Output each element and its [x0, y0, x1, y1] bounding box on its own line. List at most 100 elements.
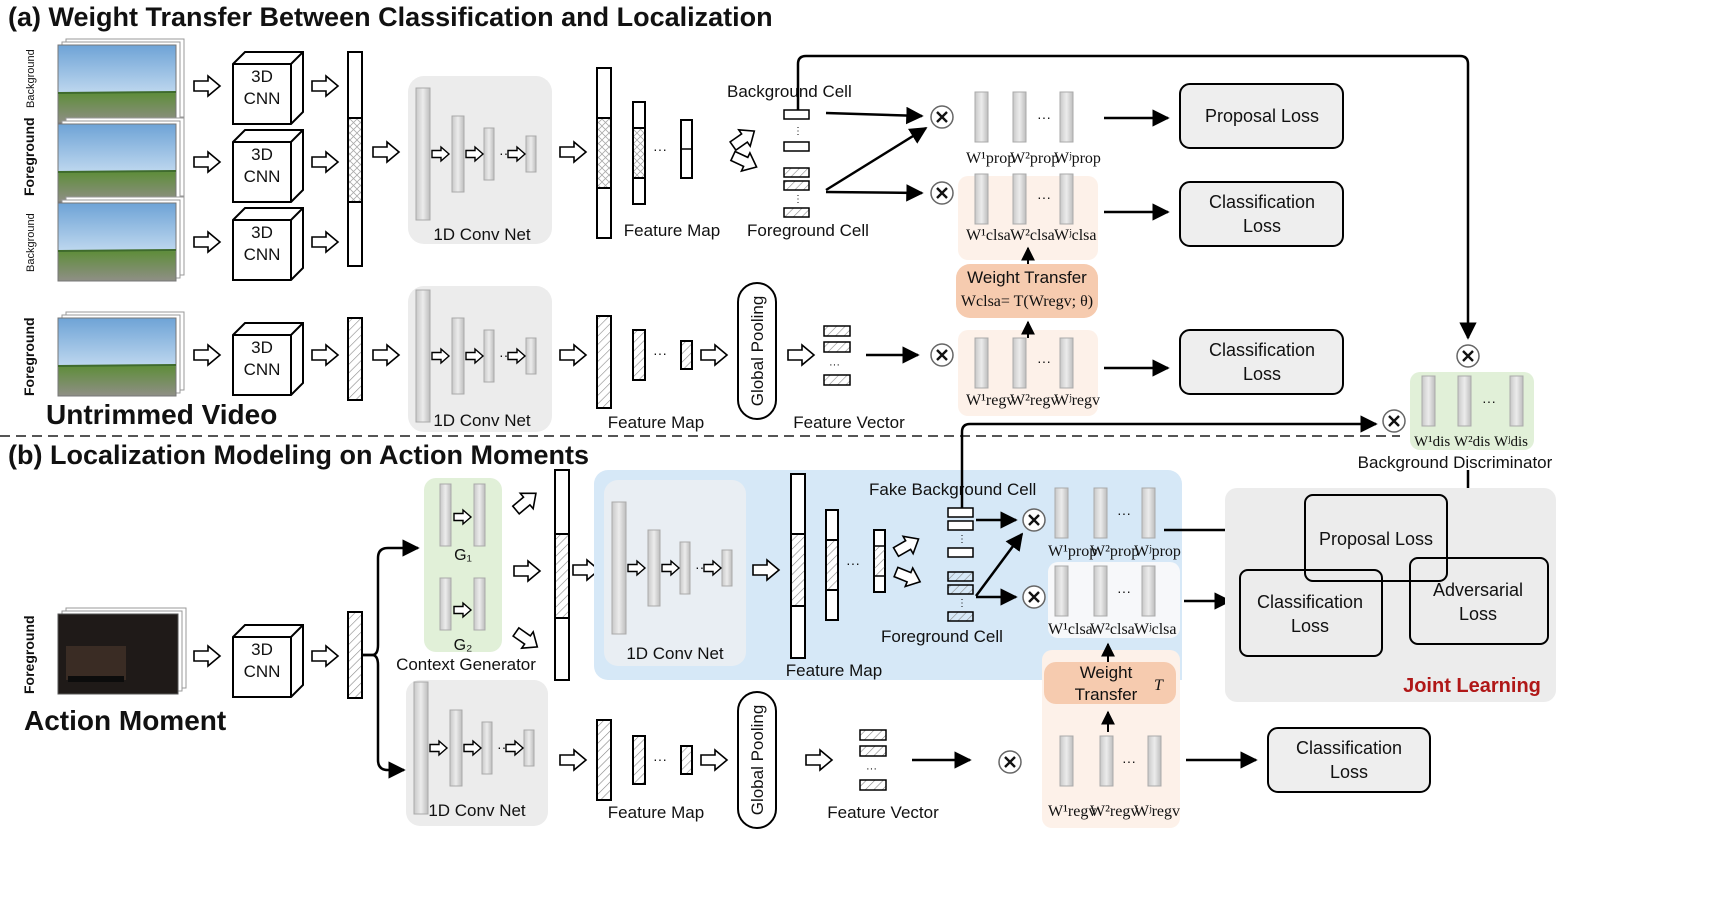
feature-column-b2 — [554, 469, 570, 681]
svg-text:1D Conv Net: 1D Conv Net — [433, 411, 531, 430]
section-a-title: (a) Weight Transfer Between Classificati… — [8, 2, 773, 32]
weight-transfer-box-b: Weight Transfer T — [1044, 662, 1176, 704]
svg-text:···: ··· — [829, 359, 840, 371]
multiply-icon — [1021, 584, 1047, 610]
video-frame-1 — [57, 38, 185, 124]
svg-text:W¹prop: W¹prop — [1048, 543, 1097, 560]
svg-text:Feature Vector: Feature Vector — [827, 803, 939, 822]
svg-text:Transfer: Transfer — [1075, 685, 1138, 704]
svg-text:CNN: CNN — [244, 167, 281, 186]
svg-text:Wʲprop: Wʲprop — [1054, 150, 1101, 167]
svg-text:3D: 3D — [251, 223, 273, 242]
foreground-cell-label-b: Foreground Cell — [881, 627, 1003, 646]
side-label-background-top: Background — [25, 49, 37, 108]
svg-text:G₂: G₂ — [454, 637, 473, 654]
context-generator-label: Context Generator — [396, 655, 536, 674]
svg-text:W²dis: W²dis — [1454, 434, 1490, 450]
svg-text:Wʲregv: Wʲregv — [1134, 803, 1180, 820]
classification-loss-box-b2: Classification Loss — [1267, 727, 1431, 793]
svg-text:W¹regv: W¹regv — [966, 392, 1014, 409]
svg-text:T: T — [1154, 677, 1164, 694]
svg-text:CNN: CNN — [244, 662, 281, 681]
side-label-foreground-a: Foreground — [21, 117, 37, 196]
video-frame-4 — [57, 311, 185, 397]
svg-text:1D Conv Net: 1D Conv Net — [433, 225, 531, 244]
svg-text:1D Conv Net: 1D Conv Net — [428, 801, 526, 820]
svg-text:W²clsa: W²clsa — [1010, 227, 1055, 244]
adversarial-loss: Adversarial — [1433, 580, 1523, 600]
conv-net-b1: 1D Conv Net — [604, 480, 746, 666]
svg-text:W¹dis: W¹dis — [1414, 434, 1450, 450]
multiply-icon — [1381, 408, 1407, 434]
conv-net-a2: 1D Conv Net — [408, 286, 552, 432]
svg-text:···: ··· — [1037, 353, 1051, 369]
global-pooling-a: Global Pooling — [737, 282, 777, 420]
untrimmed-video-label: Untrimmed Video — [46, 399, 277, 430]
svg-text:CNN: CNN — [244, 89, 281, 108]
svg-text:⋮: ⋮ — [957, 534, 967, 545]
feature-column-b — [347, 611, 363, 699]
cnn-block-4: 3D CNN — [232, 322, 304, 396]
video-frame-3 — [57, 196, 185, 282]
weights-clsa-b: ··· W¹clsa W²clsa Wʲclsa — [1048, 565, 1176, 638]
svg-text:Wʲregv: Wʲregv — [1054, 392, 1100, 409]
svg-text:CNN: CNN — [244, 360, 281, 379]
svg-text:···: ··· — [653, 345, 667, 361]
svg-text:3D: 3D — [251, 338, 273, 357]
svg-text:···: ··· — [1482, 393, 1496, 409]
svg-text:Global Pooling: Global Pooling — [748, 296, 767, 407]
svg-text:G₁: G₁ — [454, 547, 472, 564]
svg-text:3D: 3D — [251, 145, 273, 164]
multiply-icon — [929, 104, 955, 130]
weight-transfer-box-a: Weight Transfer Wclsa= T(Wregv; θ) — [956, 264, 1098, 318]
svg-text:Loss: Loss — [1459, 604, 1497, 624]
side-labels-a: Background Foreground Background Foregro… — [21, 49, 37, 396]
svg-text:Loss: Loss — [1243, 364, 1281, 384]
svg-text:Proposal Loss: Proposal Loss — [1205, 106, 1319, 126]
svg-text:CNN: CNN — [244, 245, 281, 264]
feature-map-a2: ··· Feature Map — [596, 315, 704, 432]
foreground-cell: ⋮ — [783, 167, 810, 218]
svg-text:W²regv: W²regv — [1010, 392, 1058, 409]
feature-map-a1: ··· Feature Map — [596, 67, 720, 240]
svg-text:···: ··· — [653, 141, 667, 157]
context-generator: G₁ G₂ Context Generator — [396, 478, 536, 674]
svg-text:W¹clsa: W¹clsa — [966, 227, 1011, 244]
joint-learning-panel: Proposal Loss Classification Loss Advers… — [1225, 488, 1556, 702]
svg-text:Feature Map: Feature Map — [624, 221, 720, 240]
svg-text:Weight Transfer: Weight Transfer — [967, 268, 1087, 287]
background-cell-label: Background Cell — [727, 82, 852, 101]
feature-vector-a: ··· Feature Vector — [793, 325, 905, 432]
multiply-icon — [1455, 343, 1481, 369]
svg-text:⋮: ⋮ — [957, 598, 967, 609]
svg-text:Wʲprop: Wʲprop — [1134, 543, 1181, 560]
svg-text:···: ··· — [866, 763, 877, 775]
svg-text:W²regv: W²regv — [1090, 803, 1138, 820]
svg-text:W¹prop: W¹prop — [966, 150, 1015, 167]
action-moment-frame — [57, 607, 187, 695]
proposal-loss-box-a: Proposal Loss — [1179, 83, 1344, 149]
action-moment-label: Action Moment — [24, 705, 226, 736]
svg-text:Wʲclsa: Wʲclsa — [1134, 621, 1176, 638]
svg-text:···: ··· — [1117, 583, 1131, 599]
foreground-cell-b: ⋮ — [947, 571, 974, 622]
svg-text:W²clsa: W²clsa — [1090, 621, 1135, 638]
cnn-block-2: 3D CNN — [232, 129, 304, 203]
side-label-foreground-a2: Foreground — [21, 317, 37, 396]
weights-prop-a: ··· W¹prop W²prop Wʲprop — [966, 91, 1101, 167]
multiply-icon — [1021, 507, 1047, 533]
svg-text:···: ··· — [1122, 753, 1136, 769]
classification-loss-b: Classification — [1257, 592, 1363, 612]
fake-background-cell-label: Fake Background Cell — [869, 480, 1036, 499]
svg-text:Feature Map: Feature Map — [786, 661, 882, 680]
svg-text:⋮: ⋮ — [793, 126, 803, 137]
multiply-icon — [929, 342, 955, 368]
weights-regv-a: ··· W¹regv W²regv Wʲregv — [966, 337, 1100, 409]
svg-text:Feature Vector: Feature Vector — [793, 413, 905, 432]
svg-text:Loss: Loss — [1291, 616, 1329, 636]
feature-column-a — [347, 51, 363, 267]
svg-text:Wʲclsa: Wʲclsa — [1054, 227, 1096, 244]
classification-loss-box-a2: Classification Loss — [1179, 329, 1344, 395]
multiply-icon — [997, 749, 1023, 775]
